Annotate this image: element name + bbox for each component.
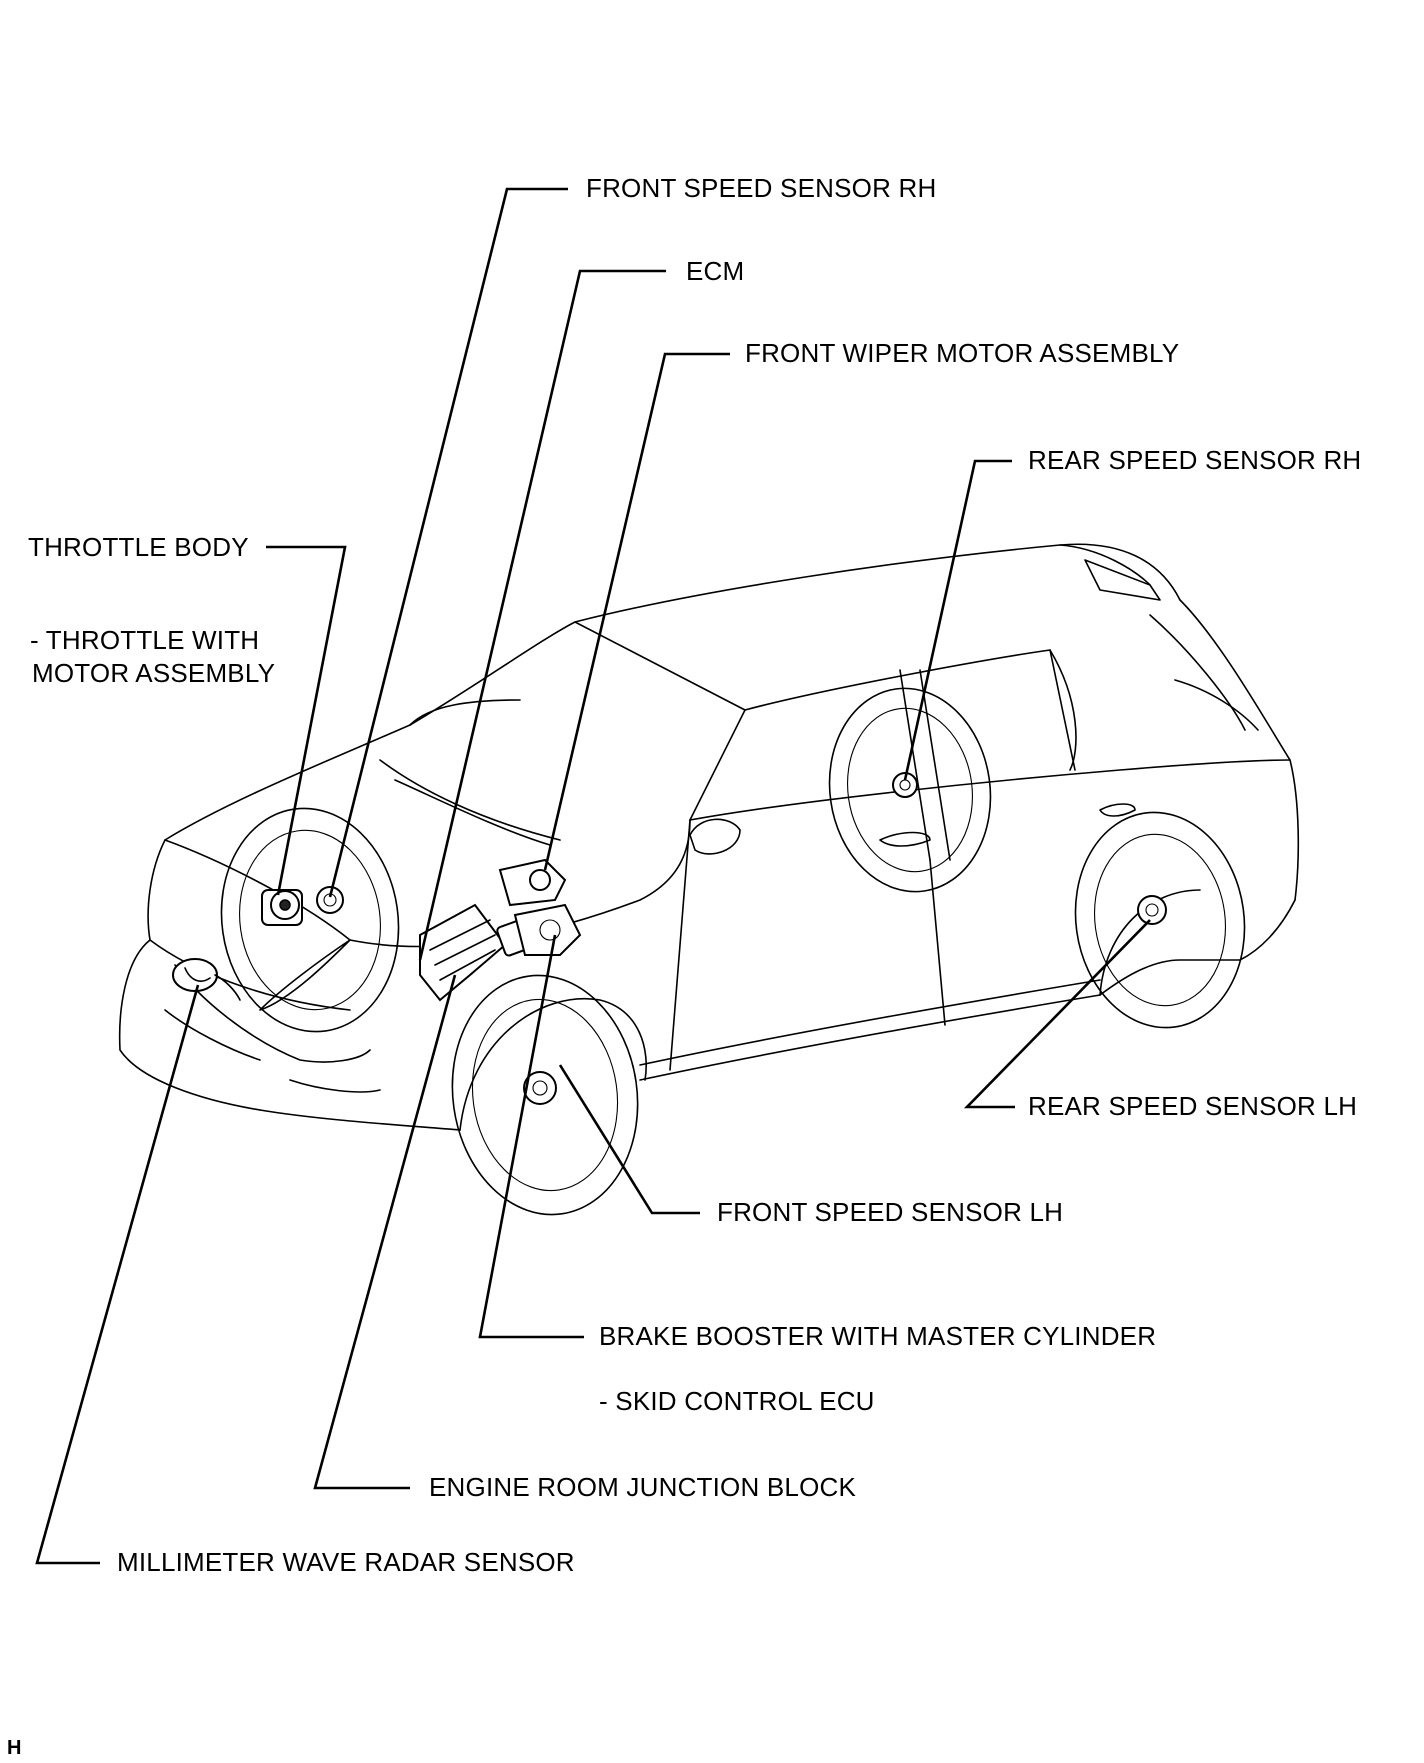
leader-lines (35, 187, 1151, 1565)
leader-front-speed-sensor-rh (328, 187, 568, 898)
leader-front-wiper-motor (543, 352, 730, 871)
throttle-body-part (261, 889, 303, 926)
car-body-outline (118, 543, 1300, 1131)
label-skid-control-ecu: - SKID CONTROL ECU (599, 1386, 875, 1416)
label-millimeter-wave-radar-sensor: MILLIMETER WAVE RADAR SENSOR (117, 1547, 575, 1577)
leader-millimeter-wave-radar-sensor (35, 984, 200, 1565)
front-right-wheel (220, 807, 400, 1033)
label-ecm: ECM (686, 256, 745, 286)
label-front-wiper-motor-assembly: FRONT WIPER MOTOR ASSEMBLY (745, 338, 1180, 368)
front-speed-sensor-rh-part (316, 886, 344, 914)
label-front-speed-sensor-rh: FRONT SPEED SENSOR RH (586, 173, 937, 203)
leader-rear-speed-sensor-lh (963, 919, 1151, 1109)
leader-brake-booster (478, 934, 584, 1339)
leader-front-speed-sensor-lh (558, 1064, 700, 1215)
label-engine-room-junction-block: ENGINE ROOM JUNCTION BLOCK (429, 1472, 857, 1502)
label-front-speed-sensor-lh: FRONT SPEED SENSOR LH (717, 1197, 1064, 1227)
label-throttle-with-motor-line1: - THROTTLE WITH (30, 625, 260, 655)
front-wiper-motor-part (498, 858, 567, 907)
engine-room-junction-block-part (419, 903, 507, 1002)
rear-left-wheel (1074, 811, 1246, 1029)
front-left-wheel (451, 974, 639, 1216)
label-rear-speed-sensor-rh: REAR SPEED SENSOR RH (1028, 445, 1362, 475)
radar-sensor-part (172, 958, 241, 1001)
brake-booster-part (513, 903, 582, 956)
leader-throttle-body (266, 545, 347, 896)
label-throttle-with-motor-line2: MOTOR ASSEMBLY (32, 658, 276, 688)
figure-code: H (7, 1737, 22, 1759)
label-throttle-body: THROTTLE BODY (28, 532, 249, 562)
rear-speed-sensor-lh-part (1137, 895, 1167, 925)
label-brake-booster: BRAKE BOOSTER WITH MASTER CYLINDER (599, 1321, 1157, 1351)
rear-right-wheel (828, 687, 992, 893)
label-rear-speed-sensor-lh: REAR SPEED SENSOR LH (1028, 1091, 1358, 1121)
leader-engine-room-junction-block (313, 974, 457, 1490)
leader-ecm (418, 269, 666, 961)
front-speed-sensor-lh-part (523, 1071, 557, 1105)
leader-rear-speed-sensor-rh (903, 459, 1012, 781)
